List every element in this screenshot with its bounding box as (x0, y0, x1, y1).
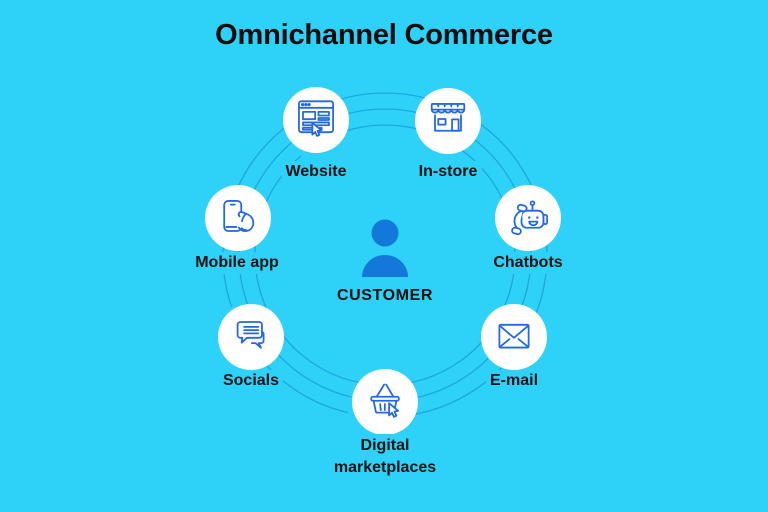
channel-website-label: Website (281, 161, 351, 183)
channel-digital-marketplaces-circle (352, 369, 418, 435)
channel-e-mail-circle (481, 304, 547, 370)
robot-handset-icon (511, 200, 548, 236)
channel-in-store-label: In-store (414, 161, 482, 183)
channel-e-mail: E-mail (481, 304, 547, 392)
envelope-icon (498, 323, 530, 349)
channel-socials: Socials (218, 304, 284, 392)
channel-e-mail-label: E-mail (485, 370, 543, 392)
channel-in-store: In-store (414, 88, 482, 183)
channel-chatbots-circle (495, 185, 561, 251)
phone-hand-icon (223, 200, 255, 232)
channel-socials-label: Socials (218, 370, 284, 392)
channel-mobile-app-label: Mobile app (191, 252, 283, 274)
browser-cursor-icon (298, 100, 334, 137)
person-icon (362, 219, 408, 277)
channel-digital-marketplaces: Digital marketplaces (306, 369, 464, 480)
channel-digital-marketplaces-label: Digital marketplaces (306, 434, 464, 480)
channel-chatbots: Chatbots (489, 185, 567, 274)
channel-chatbots-label: Chatbots (489, 252, 567, 274)
channel-mobile-app: Mobile app (191, 185, 283, 274)
customer-label: CUSTOMER (332, 286, 438, 306)
channel-website: Website (281, 87, 351, 183)
channel-website-circle (283, 87, 349, 153)
channel-mobile-app-circle (205, 185, 271, 251)
channel-in-store-circle (415, 88, 481, 154)
basket-cursor-icon (370, 383, 400, 418)
storefront-icon (430, 103, 466, 132)
chat-bubbles-icon (236, 321, 265, 349)
diagram-title: Omnichannel Commerce (215, 19, 553, 51)
channel-socials-circle (218, 304, 284, 370)
